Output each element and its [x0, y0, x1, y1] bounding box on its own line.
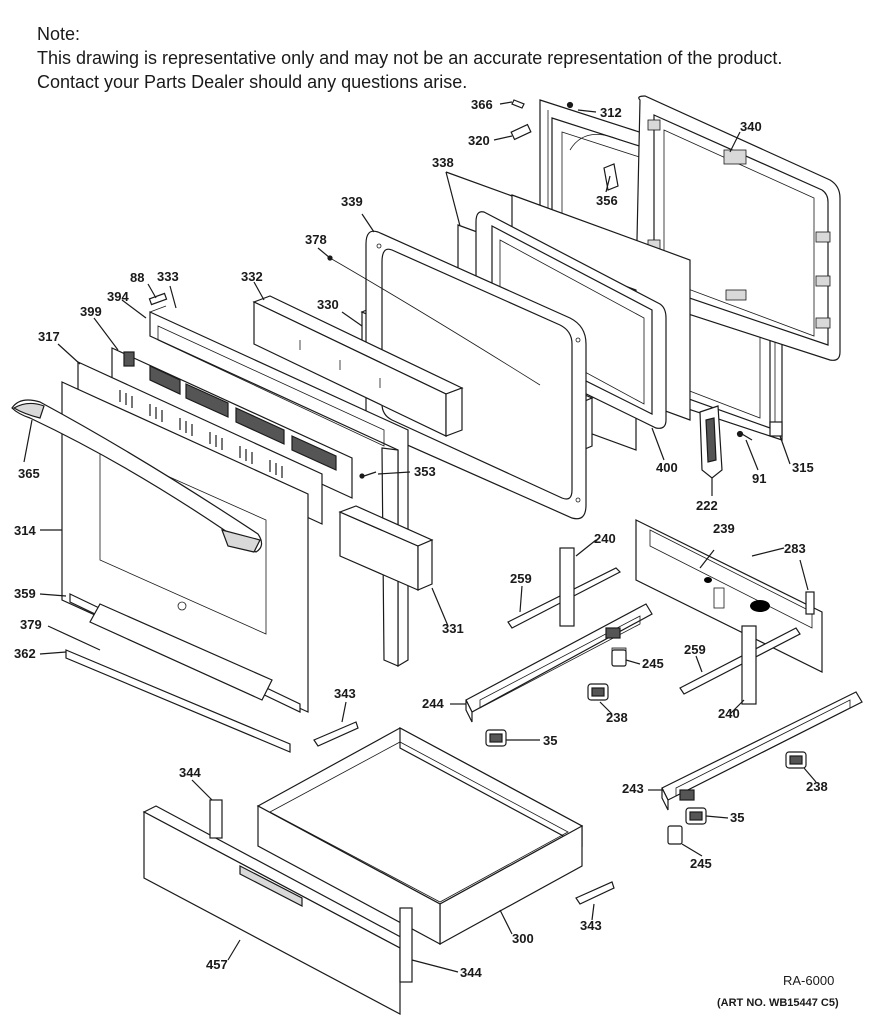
note-line-1: This drawing is representative only and …	[37, 48, 783, 68]
part-label: 244	[422, 696, 444, 711]
part-label: 238	[806, 779, 828, 794]
drawer-rear-frame	[635, 519, 823, 673]
small-hardware	[148, 99, 619, 306]
part-label: 312	[600, 105, 622, 120]
lower-insulation-block	[338, 505, 434, 591]
part-label: 245	[690, 856, 712, 871]
part-label: 315	[792, 460, 814, 475]
door-handle	[11, 399, 263, 553]
disclaimer-note: Note: This drawing is representative onl…	[37, 22, 782, 94]
part-label: 362	[14, 646, 36, 661]
part-label: 378	[305, 232, 327, 247]
note-line-2: Contact your Parts Dealer should any que…	[37, 72, 468, 92]
part-label: 238	[606, 710, 628, 725]
part-label: 338	[432, 155, 454, 170]
drawer-slide-right	[661, 691, 863, 811]
drawer-slide-rails	[507, 547, 815, 705]
part-label: 240	[594, 531, 616, 546]
part-label: 332	[241, 269, 263, 284]
note-heading: Note:	[37, 24, 81, 44]
part-label: 359	[14, 586, 36, 601]
inner-door-panel	[365, 230, 587, 520]
drawing-code: RA-6000	[783, 973, 835, 988]
part-label: 240	[718, 706, 740, 721]
leader-lines	[23, 101, 817, 973]
part-label: 259	[510, 571, 532, 586]
part-label: 344	[460, 965, 482, 980]
part-label: 314	[14, 523, 36, 538]
part-label: 243	[622, 781, 644, 796]
part-label: 91	[752, 471, 766, 486]
part-label: 353	[414, 464, 436, 479]
drawer-brackets	[209, 721, 615, 983]
part-label: 239	[713, 521, 735, 536]
part-label: 35	[543, 733, 557, 748]
part-label: 344	[179, 765, 201, 780]
part-label: 88	[130, 270, 144, 285]
part-label: 366	[471, 97, 493, 112]
part-label: 379	[20, 617, 42, 632]
drawer-front-panel	[142, 805, 412, 1015]
part-label: 343	[580, 918, 602, 933]
part-label: 283	[784, 541, 806, 556]
part-label: 339	[341, 194, 363, 209]
part-label: 399	[80, 304, 102, 319]
part-label: 356	[596, 193, 618, 208]
part-label: 259	[684, 642, 706, 657]
part-label: 300	[512, 931, 534, 946]
door-bottom-trims	[65, 593, 301, 753]
part-label: 245	[642, 656, 664, 671]
part-label: 340	[740, 119, 762, 134]
part-label: 394	[107, 289, 129, 304]
part-label: 222	[696, 498, 718, 513]
leveling-feet	[485, 649, 807, 845]
part-label: 35	[730, 810, 744, 825]
part-label: 365	[18, 466, 40, 481]
drawer-box	[256, 726, 584, 946]
part-label: 343	[334, 686, 356, 701]
insulation-block	[252, 295, 464, 437]
part-labels: 366 312 320 340 338 356 339 378 332 88 3…	[14, 97, 828, 980]
door-hinge-assembly	[359, 405, 783, 479]
part-label: 331	[442, 621, 464, 636]
part-label: 457	[206, 957, 228, 972]
part-label: 320	[468, 133, 490, 148]
part-label: 400	[656, 460, 678, 475]
art-number: (ART NO. WB15447 C5)	[717, 997, 839, 1009]
part-label: 330	[317, 297, 339, 312]
part-label: 333	[157, 269, 179, 284]
part-label: 317	[38, 329, 60, 344]
